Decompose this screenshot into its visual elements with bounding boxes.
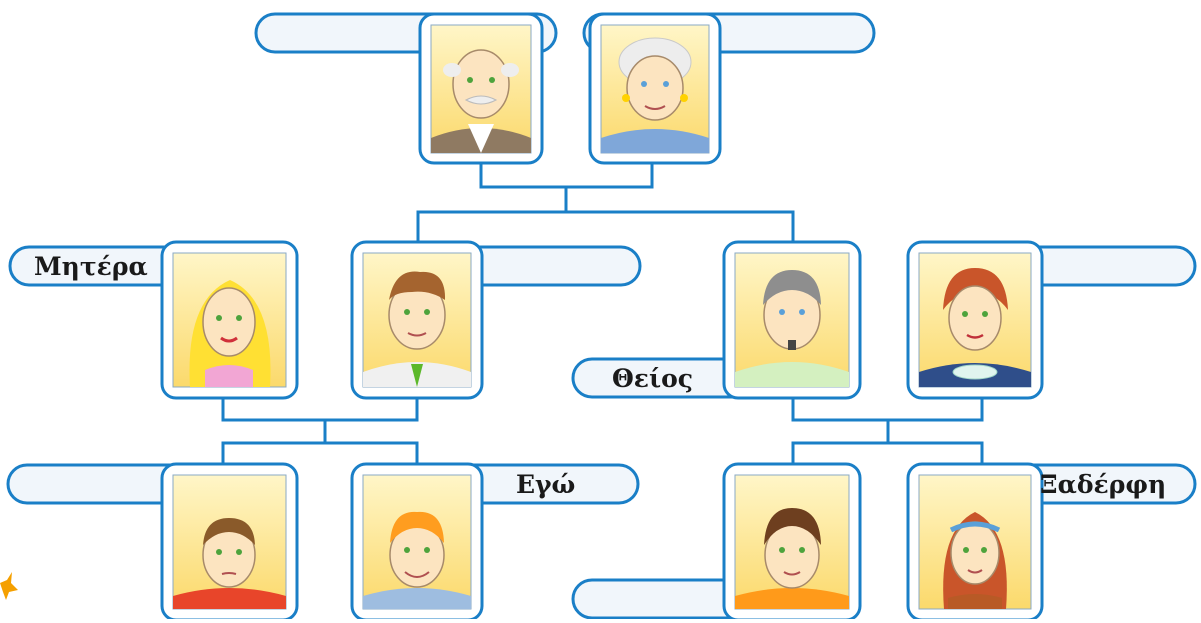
label-mother: Μητέρα — [34, 252, 148, 281]
portrait-mother — [160, 240, 299, 400]
star-icon — [0, 572, 18, 600]
portrait-me — [350, 462, 484, 622]
portrait-aunt — [906, 240, 1044, 400]
label-uncle: Θείος — [612, 364, 693, 393]
photo-frames — [160, 12, 1044, 622]
portrait-grandfather — [418, 12, 544, 165]
portrait-uncle — [722, 240, 862, 400]
label-me: Εγώ — [516, 470, 576, 499]
connector-lines — [221, 163, 984, 464]
portrait-sibling — [160, 462, 299, 622]
portrait-cousin-female — [906, 462, 1044, 622]
label-cousin-female: Ξαδέρφη — [1040, 470, 1167, 499]
portrait-father — [350, 240, 484, 400]
portrait-grandmother — [588, 12, 722, 165]
portrait-cousin-male — [722, 462, 862, 622]
